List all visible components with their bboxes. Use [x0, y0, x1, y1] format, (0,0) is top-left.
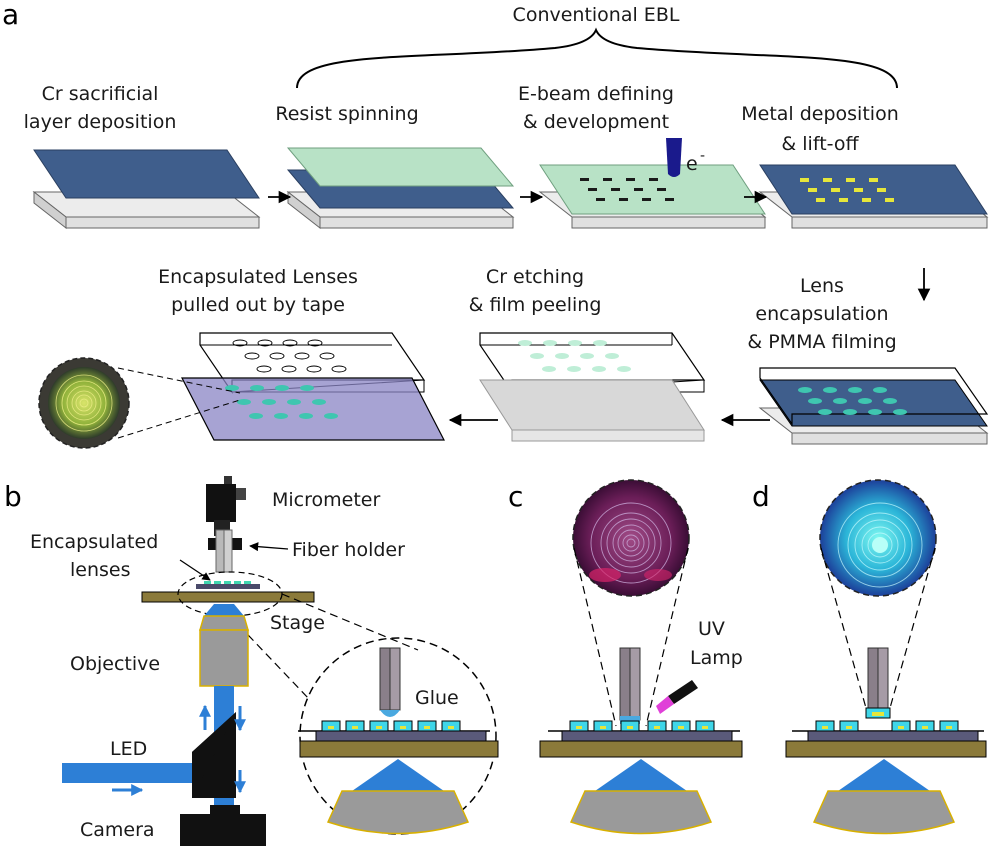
lens-image-uv-before: [572, 479, 690, 597]
light-cone-top: [204, 604, 244, 616]
tape-label-line2: pulled out by tape: [171, 294, 345, 316]
zoom-line-top: [117, 367, 241, 394]
stage-label: Stage: [270, 612, 325, 634]
objective-label: Objective: [70, 653, 160, 675]
uv-lamp: [656, 680, 698, 714]
lens-encaps-label-line1: Lens: [800, 275, 844, 297]
resist-spinning-label: Resist spinning: [275, 103, 418, 125]
sample-plate: [196, 584, 260, 589]
encapsulated-label-line1: Encapsulated: [30, 531, 158, 553]
step-resist-spinning: [286, 147, 515, 230]
encapsulated-label-line2: lenses: [70, 559, 131, 581]
led-beam: [62, 763, 192, 783]
metal-deposition-label-line1: Metal deposition: [741, 103, 899, 125]
ebeam-label-line2: & development: [523, 111, 669, 133]
panel-label-b: b: [4, 480, 22, 513]
cr-deposition-label-line1: Cr sacrificial: [42, 83, 159, 105]
etch-label-line1: Cr etching: [486, 266, 584, 288]
tape-label-line1: Encapsulated Lenses: [158, 266, 358, 288]
step-ebeam: e -: [538, 138, 767, 229]
stage: [141, 591, 315, 603]
cr-deposition-label-line2: layer deposition: [24, 111, 177, 133]
encapsulated-arrow: [179, 559, 211, 581]
panel-label-a: a: [2, 0, 19, 31]
micrometer: [206, 476, 246, 573]
fiber-holder-label: Fiber holder: [292, 539, 405, 561]
fiber-holder-arrow: [249, 542, 289, 552]
camera-label: Camera: [80, 819, 155, 841]
step-cr-deposition: [32, 149, 261, 230]
step-lens-encapsulation: [758, 367, 989, 445]
ebeam-label-line1: E-beam defining: [518, 83, 674, 105]
lens-encaps-label-line3: & PMMA filming: [747, 331, 896, 353]
lens-image-uv-after: [819, 479, 937, 597]
step-cr-etching: [479, 332, 706, 442]
lens-encaps-label-line2: encapsulation: [755, 303, 888, 325]
led-label: LED: [110, 738, 147, 760]
step-tape-pull: [181, 332, 445, 441]
glue-label: Glue: [415, 687, 459, 709]
step-metal-deposition: [758, 164, 989, 229]
zoom-line-bottom: [117, 399, 241, 439]
etch-label-line2: & film peeling: [469, 294, 602, 316]
uv-label-line2: Lamp: [690, 647, 743, 669]
uv-label-line1: UV: [698, 618, 725, 640]
ebeam-electron-sup: -: [700, 148, 705, 164]
zoom-line-b1: [281, 593, 419, 651]
lens-micrograph: [38, 357, 130, 449]
panel-label-c: c: [508, 480, 523, 513]
conventional-ebl-brace: [296, 27, 898, 89]
panel-label-d: d: [752, 480, 770, 513]
ebeam-gun: [666, 138, 682, 177]
conventional-ebl-label: Conventional EBL: [513, 4, 680, 26]
glue-droplet: [380, 710, 400, 717]
metal-deposition-label-line2: & lift-off: [781, 133, 859, 155]
micrometer-label: Micrometer: [272, 489, 380, 511]
objective-body: [199, 629, 249, 687]
objective-top: [199, 615, 249, 631]
camera: [180, 814, 266, 846]
ebeam-electron-symbol: e: [686, 153, 698, 175]
zoom-circle-large: [299, 637, 497, 835]
